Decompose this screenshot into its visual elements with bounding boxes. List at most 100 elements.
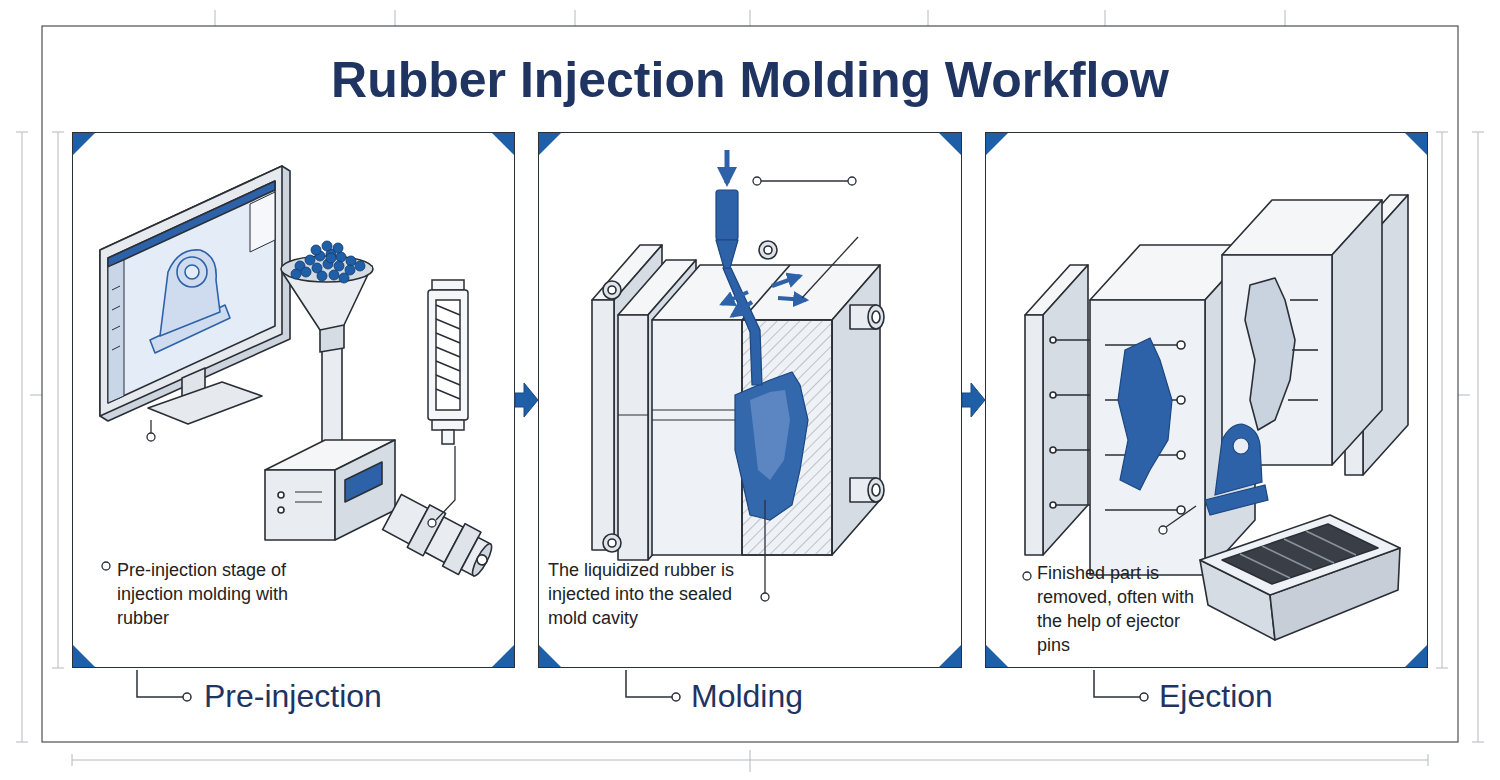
corner-marks: [1405, 645, 1427, 667]
screw-detail: [436, 300, 460, 410]
computer-monitor: [100, 166, 282, 416]
dimension-lines: [1478, 132, 1479, 742]
open-mold: [1025, 195, 1408, 575]
rubber-pellets: [355, 261, 365, 271]
open-mold: [1090, 300, 1205, 575]
leader-line: [1023, 572, 1031, 580]
diagram-title: Rubber Injection Molding Workflow: [0, 50, 1500, 110]
corner-marks: [73, 133, 1427, 667]
flow-arrows: [772, 276, 800, 286]
computer-monitor: [100, 166, 290, 424]
rubber-pellets: [301, 267, 311, 277]
outer-frame: [42, 26, 1458, 742]
ejector-pins: [1177, 396, 1185, 404]
screw-detail: [436, 305, 460, 315]
open-mold: [1025, 315, 1043, 555]
dimension-lines: [16, 742, 28, 743]
collection-tray: [1240, 554, 1290, 578]
screw-detail: [428, 280, 468, 527]
flow-arrows: [778, 298, 806, 300]
rubber-flow: [735, 372, 808, 520]
dimension-lines: [575, 10, 576, 26]
dimension-lines: [16, 10, 1484, 772]
screw-detail: [436, 361, 460, 371]
screw-detail: [436, 347, 460, 357]
computer-monitor: [148, 382, 262, 424]
rubber-pellets: [322, 241, 332, 251]
stage-panel: MoldingThe liquidized rubber is injected…: [538, 132, 962, 668]
ejector-pins: [1050, 337, 1056, 343]
mold-assembly: [872, 484, 880, 496]
dimension-lines: [1436, 668, 1448, 669]
dimension-lines: [1105, 10, 1106, 26]
leader-line: [753, 177, 761, 185]
rubber-flow: [716, 190, 738, 240]
hopper: [322, 345, 342, 445]
ejector-pins: [1177, 451, 1185, 459]
ejector-pins: [1177, 506, 1185, 514]
injection-unit: [381, 491, 498, 584]
ejector-pins: [1050, 392, 1056, 398]
mold-assembly: [868, 305, 884, 329]
dimension-lines: [52, 668, 64, 669]
stage-heading: Ejection: [1159, 676, 1419, 716]
rubber-pellets: [329, 270, 339, 280]
dimension-lines: [58, 132, 59, 668]
dimension-lines: [215, 10, 216, 26]
mold-assembly: [652, 320, 832, 555]
ejector-pins: [1050, 447, 1056, 453]
leader-line: [761, 180, 848, 181]
dimension-lines: [16, 132, 28, 133]
leader-line: [1159, 526, 1167, 534]
mold-assembly: [652, 420, 742, 421]
flow-arrow: [515, 383, 538, 417]
rubber-pellets: [291, 269, 301, 279]
rubber-pellets: [334, 261, 344, 271]
heading-brackets: [672, 693, 680, 701]
dimension-lines: [1428, 754, 1429, 766]
dimension-lines: [22, 132, 23, 742]
rubber-pellets: [336, 252, 346, 262]
flow-arrows: [725, 150, 730, 183]
rubber-pellets: [326, 253, 336, 263]
corner-marks: [492, 133, 514, 155]
open-mold: [1332, 200, 1382, 465]
mold-assembly: [618, 415, 648, 416]
screw-detail: [436, 333, 460, 343]
corner-marks: [1405, 133, 1427, 155]
leader-line: [1166, 506, 1196, 527]
dimension-lines: [1442, 132, 1443, 668]
stage-description: Finished part is removed, often with the…: [1037, 561, 1202, 657]
molded-part: [1118, 338, 1172, 490]
heading-brackets: [626, 670, 672, 697]
computer-monitor: [112, 346, 120, 350]
corner-marks: [539, 133, 561, 155]
flow-arrow: [962, 383, 985, 417]
rubber-pellets: [346, 256, 356, 266]
injection-unit: [265, 440, 498, 583]
heading-brackets: [137, 670, 183, 697]
computer-monitor: [177, 257, 207, 287]
corner-marks: [73, 645, 95, 667]
open-mold: [1290, 299, 1318, 301]
leader-line: [102, 562, 110, 570]
corner-marks: [73, 133, 95, 155]
mold-assembly: [652, 410, 742, 411]
mold-assembly: [608, 539, 616, 547]
dimension-lines: [30, 395, 42, 396]
leader-line: [802, 237, 858, 298]
mold-assembly: [608, 286, 616, 294]
injection-unit: [469, 542, 495, 578]
flow-arrows: [732, 302, 752, 316]
molded-part: [1233, 438, 1249, 454]
mold-assembly: [603, 534, 621, 552]
computer-monitor: [108, 181, 275, 403]
leader-line: [848, 177, 856, 185]
rubber-flow: [716, 190, 808, 520]
rubber-flow: [716, 240, 738, 268]
collection-tray: [1222, 524, 1378, 584]
flow-arrows: [722, 150, 806, 316]
computer-monitor: [185, 265, 199, 279]
